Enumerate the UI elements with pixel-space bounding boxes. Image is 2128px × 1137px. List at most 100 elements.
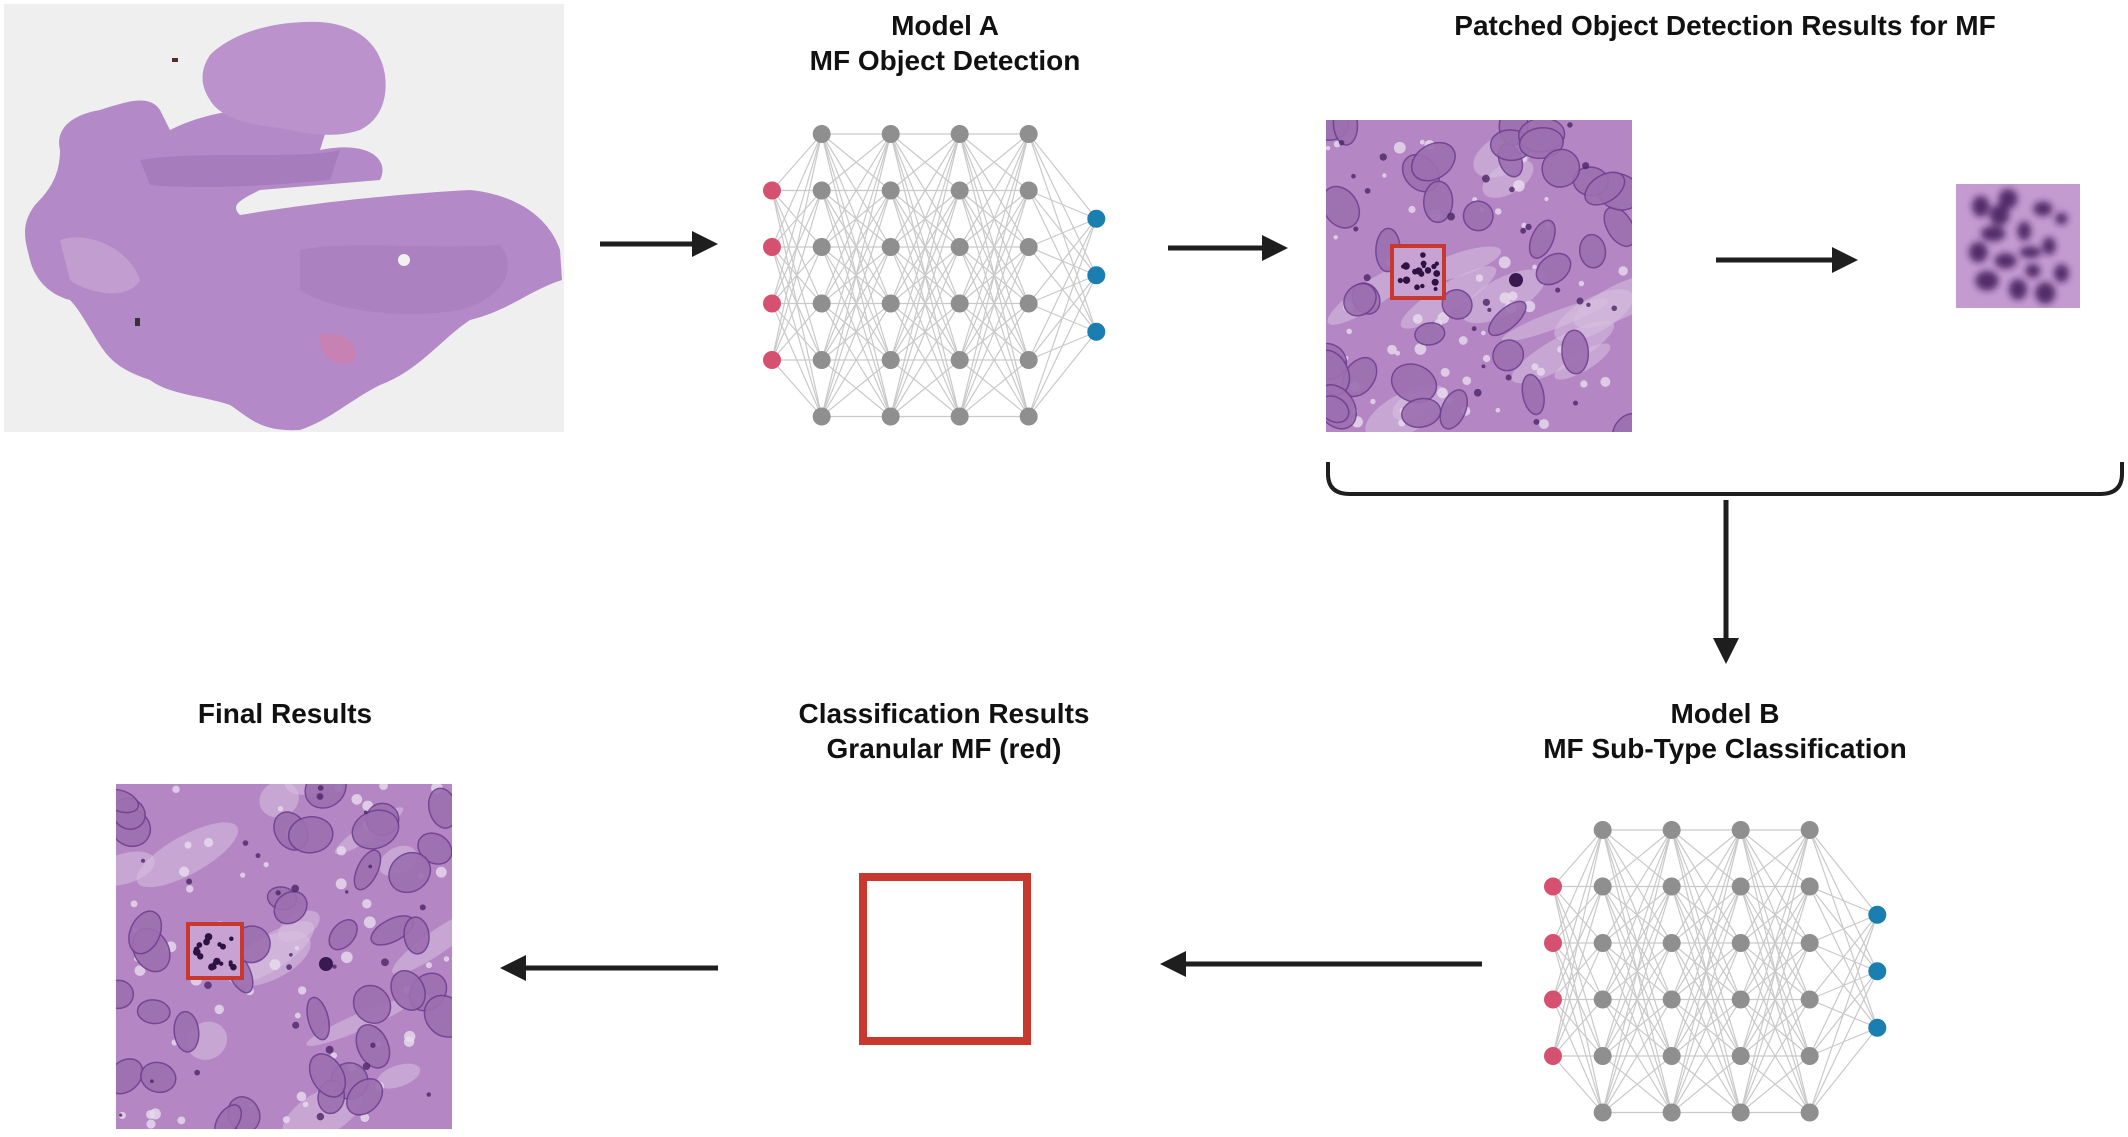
network-connection (1602, 999, 1673, 1113)
input-node (763, 351, 781, 369)
output-node (1087, 266, 1106, 285)
hidden-node (1731, 1047, 1750, 1065)
hidden-node (950, 294, 969, 313)
network-connection (890, 133, 961, 248)
network-connection (1602, 829, 1673, 1113)
network-connection (890, 133, 961, 304)
network-connection (959, 133, 1030, 248)
network-connection (1028, 218, 1097, 304)
hidden-node (1662, 990, 1681, 1009)
model-a-title-line1: Model A (891, 10, 999, 41)
network-connection (771, 133, 823, 304)
hidden-node (812, 351, 831, 369)
arrow-model-a-to-patch (1168, 235, 1288, 261)
network-connections (771, 133, 1097, 418)
network-connection (1809, 885, 1878, 916)
output-node (1868, 905, 1887, 924)
hidden-node (1800, 1103, 1819, 1122)
network-connection (1809, 829, 1878, 916)
model-b-title: Model B MF Sub-Type Classification (1480, 696, 1970, 766)
arrow-classification-to-final (500, 955, 718, 981)
hidden-node (881, 125, 900, 143)
hidden-node (881, 181, 900, 200)
hidden-node (812, 294, 831, 313)
network-connection (1552, 829, 1604, 1000)
network-connection (1740, 829, 1811, 1113)
network-connection (1602, 886, 1673, 1113)
network-connection (1740, 886, 1811, 1113)
hidden-node (1019, 294, 1038, 313)
network-connection (1671, 829, 1742, 1000)
network-connection (1552, 829, 1604, 887)
network-connection (1671, 999, 1742, 1113)
network-connection (959, 246, 1030, 417)
network-connection (771, 133, 823, 191)
classified-mf-crop (859, 873, 1031, 1045)
network-connection (1809, 914, 1878, 1057)
network-connection (1552, 886, 1604, 1057)
network-connection (1028, 274, 1097, 417)
detection-box (186, 922, 244, 980)
input-node (1544, 990, 1562, 1009)
network-connection (1671, 829, 1742, 1057)
mitotic-figure (188, 924, 242, 978)
network-connection (771, 359, 823, 417)
classification-title: Classification Results Granular MF (red) (744, 696, 1144, 766)
patched-results-title-text: Patched Object Detection Results for MF (1454, 10, 1996, 41)
network-connection (1809, 1027, 1878, 1113)
model-a-title: Model A MF Object Detection (720, 8, 1170, 78)
hidden-node (881, 294, 900, 313)
hidden-node (812, 238, 831, 256)
network-connection (821, 190, 892, 417)
hidden-node (1662, 1047, 1681, 1065)
hidden-node (1019, 407, 1038, 426)
network-connection (821, 133, 892, 248)
hidden-node (950, 125, 969, 143)
network-connection (821, 133, 892, 191)
hidden-node (1593, 877, 1612, 896)
network-connection (890, 359, 961, 417)
arrow-right-icon (1832, 247, 1858, 273)
hidden-node (1593, 1103, 1612, 1122)
network-connection (959, 133, 1030, 191)
network-connection (890, 133, 961, 191)
network-connection (1602, 1055, 1673, 1113)
classification-title-line1: Classification Results (798, 698, 1090, 729)
final-results-title-text: Final Results (197, 698, 373, 729)
network-connection (1740, 829, 1811, 887)
hidden-node (1593, 1047, 1612, 1065)
mitotic-figure (1392, 246, 1444, 298)
whole-slide-image (4, 4, 564, 432)
network-connection (1602, 942, 1673, 1113)
network-connection (1671, 829, 1742, 944)
hidden-node (950, 238, 969, 256)
hidden-node (1800, 877, 1819, 896)
network-connection (1602, 829, 1673, 1000)
network-connection (1740, 999, 1811, 1113)
model-b-title-line2: MF Sub-Type Classification (1543, 733, 1907, 764)
arrow-patch-to-crop (1716, 247, 1858, 273)
hidden-node (881, 351, 900, 369)
output-node (1868, 962, 1887, 981)
network-connection (1671, 829, 1742, 887)
arrow-left-icon (1160, 951, 1186, 977)
network-connection (890, 246, 961, 417)
hidden-node (1662, 877, 1681, 896)
hidden-node (950, 351, 969, 369)
hidden-node (1662, 934, 1681, 952)
hidden-node (881, 407, 900, 426)
network-connection (771, 190, 823, 361)
classification-title-line2: Granular MF (red) (826, 733, 1062, 764)
hidden-node (950, 407, 969, 426)
input-node (1544, 877, 1562, 896)
network-connection (1552, 1055, 1604, 1113)
network-connection (821, 359, 892, 417)
output-node (1087, 322, 1106, 341)
hidden-node (1593, 934, 1612, 952)
hidden-node (812, 181, 831, 200)
hidden-node (1019, 181, 1038, 200)
crop-background (860, 874, 1030, 1044)
network-connection (1552, 942, 1604, 1057)
